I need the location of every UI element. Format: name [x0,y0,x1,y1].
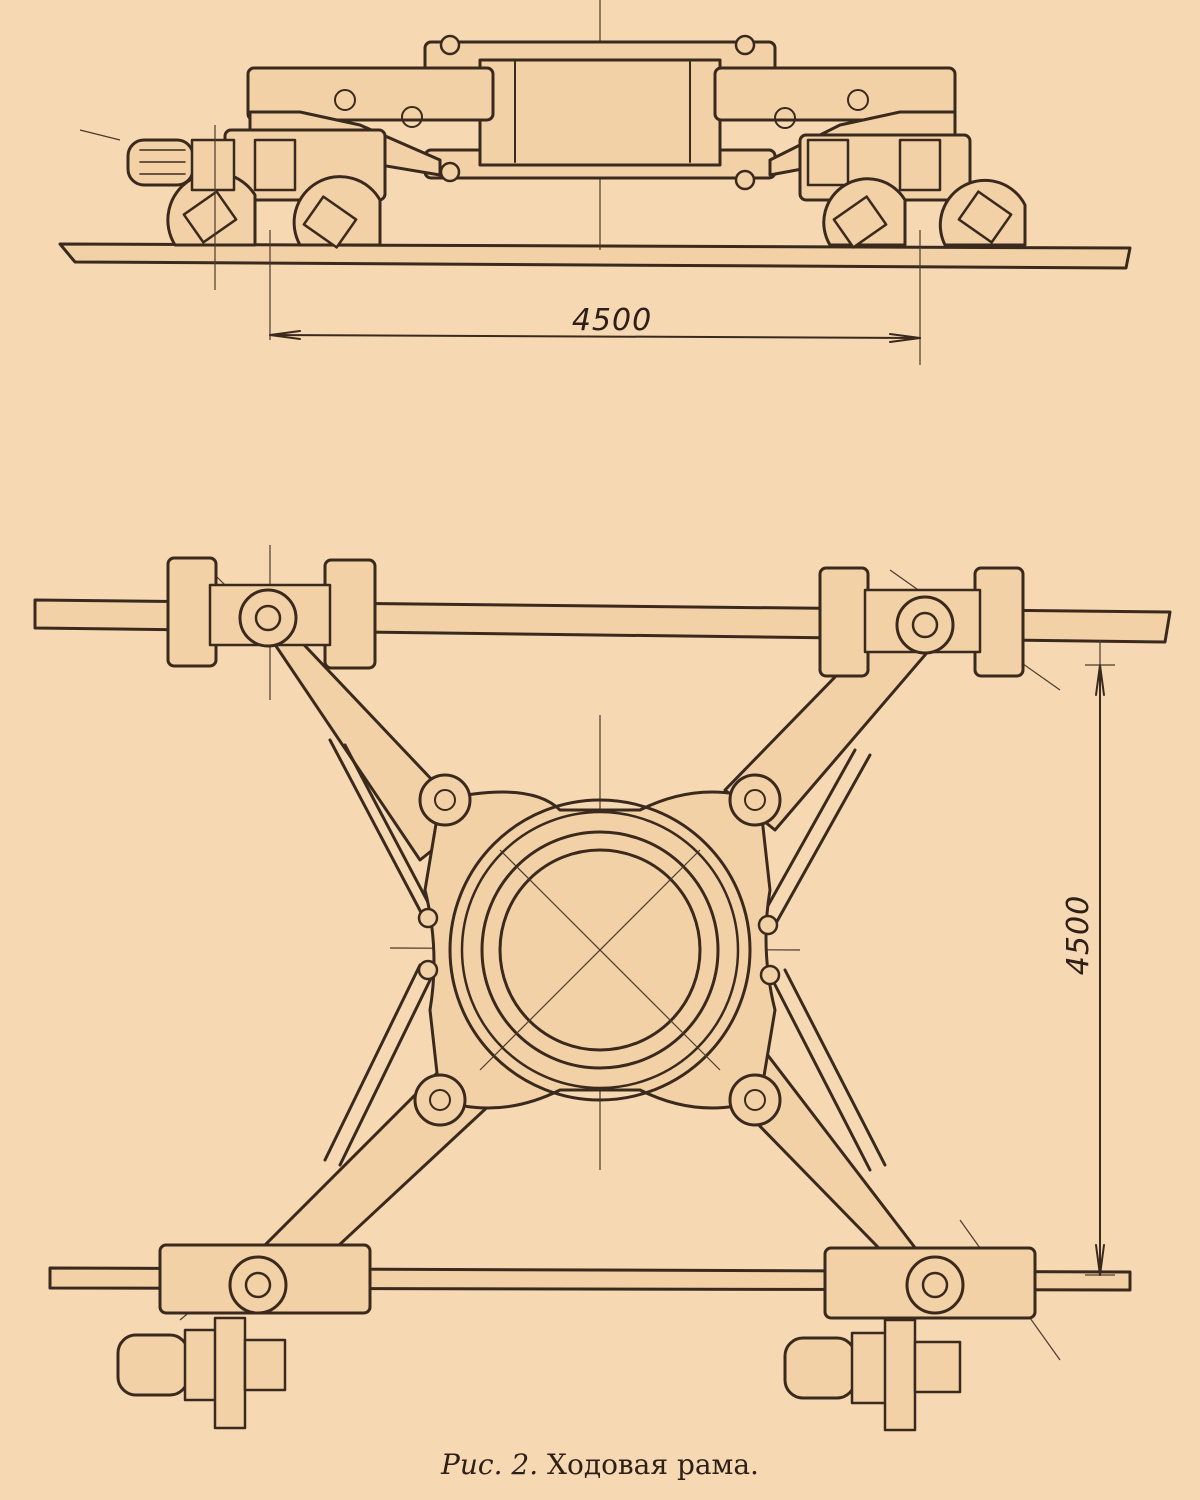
figure-caption: Рис. 2. Ходовая рама. [0,1448,1200,1481]
figure-caption-prefix: Рис. 2. [441,1448,539,1481]
plan-dimension-label: 4500 [1061,895,1096,975]
right-bogie [713,66,1027,249]
center-beam [423,34,777,191]
corner-bogies [158,556,1037,1320]
motor-right-bottom [783,1336,857,1400]
side-rail [58,242,1132,270]
figure-caption-title: Ходовая рама. [547,1448,759,1481]
motor-left-bottom [116,1333,190,1397]
side-dimension-label: 4500 [572,303,652,338]
arm-pins [413,773,782,1127]
left-bogie [126,66,495,249]
side-dimension: 4500 [269,303,921,343]
plan-view: 4500 [33,545,1172,1432]
side-view: 4500 [58,0,1132,365]
central-ring [423,790,777,1110]
drive-motors [116,1316,962,1432]
plan-dimension: 4500 [1061,640,1115,1276]
